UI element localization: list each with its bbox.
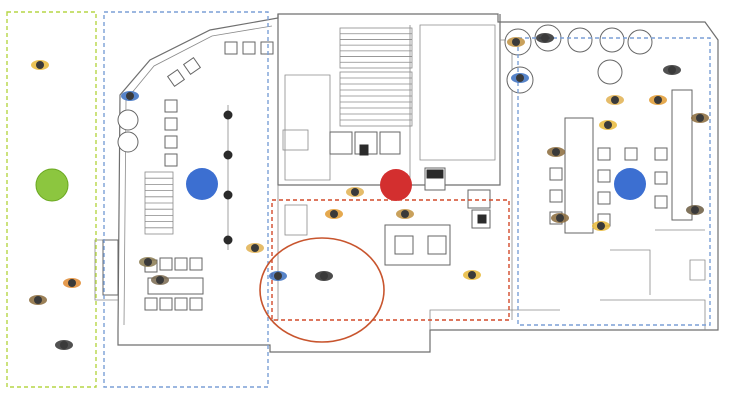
person-icon — [325, 209, 343, 219]
person-icon — [55, 340, 73, 350]
zones — [6, 11, 711, 388]
person-icon — [29, 295, 47, 305]
person-icon — [511, 73, 529, 83]
zone-markers — [35, 168, 646, 202]
zone-dining-right — [517, 37, 711, 326]
dining-furniture-right — [504, 24, 693, 234]
person-icon — [63, 278, 81, 288]
person-icon — [246, 243, 264, 253]
stair-icon — [144, 27, 413, 235]
person-icon — [463, 270, 481, 280]
person-icon — [396, 209, 414, 219]
person-icon — [691, 113, 709, 123]
person-icon — [507, 37, 525, 47]
kitchen-equipment — [282, 129, 491, 266]
person-icon — [121, 91, 139, 101]
person-icon — [151, 275, 169, 285]
marker-blue-right — [614, 168, 646, 200]
person-icon — [686, 205, 704, 215]
focus-ellipse — [259, 237, 385, 343]
person-icon — [346, 187, 364, 197]
person-icon — [139, 257, 157, 267]
person-icon — [599, 120, 617, 130]
person-icon — [592, 221, 610, 231]
people-layer — [29, 33, 709, 350]
dining-furniture-left — [102, 41, 274, 311]
person-icon — [649, 95, 667, 105]
person-icon — [31, 60, 49, 70]
person-icon — [315, 271, 333, 281]
zone-dining-left — [103, 11, 269, 388]
person-icon — [269, 271, 287, 281]
person-icon — [663, 65, 681, 75]
marker-green-outdoor — [35, 168, 69, 202]
person-icon — [536, 33, 554, 43]
marker-blue-left — [186, 168, 218, 200]
zone-outdoor — [6, 11, 97, 388]
person-icon — [547, 147, 565, 157]
person-icon — [551, 213, 569, 223]
person-icon — [606, 95, 624, 105]
marker-red-kitchen — [380, 169, 412, 201]
